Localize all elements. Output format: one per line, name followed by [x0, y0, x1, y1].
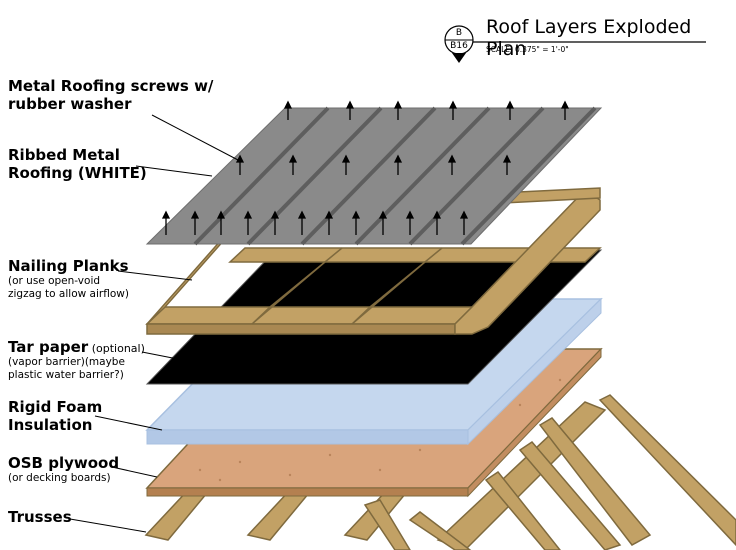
label-foam-line1: Rigid Foam	[8, 398, 103, 416]
screw-arrow	[393, 100, 403, 120]
label-tar-note1: (vapor barrier)(maybe	[8, 356, 125, 369]
truss-web	[408, 511, 472, 550]
truss-web	[538, 417, 652, 546]
screw-arrow	[448, 100, 458, 120]
screw-arrow	[243, 210, 253, 235]
leader-metal	[135, 165, 213, 177]
screw-arrow	[393, 154, 403, 175]
label-metal-line1: Ribbed Metal	[8, 146, 120, 164]
detail-number: B	[455, 28, 463, 38]
label-osb-note1: (or decking boards)	[8, 472, 111, 484]
screw-arrow	[190, 210, 200, 235]
label-metal-line2: Roofing (WHITE)	[8, 164, 147, 182]
metal-roofing-layer	[145, 100, 603, 246]
drawing-scale: SCALE: 0.375" = 1'-0"	[486, 45, 569, 54]
label-foam: Rigid Foam Insulation	[8, 398, 102, 434]
label-nailing: Nailing Planks (or use open-void zigzag …	[8, 257, 129, 301]
screw-arrow	[432, 210, 442, 235]
label-nailing-note1: (or use open-void	[8, 275, 101, 287]
label-screws-line1: Metal Roofing screws w/	[8, 77, 214, 95]
screw-arrow	[502, 154, 512, 175]
nailing-planks-layer	[145, 187, 602, 335]
screw-arrow	[459, 210, 469, 235]
detail-bubble	[444, 25, 706, 63]
label-foam-line2: Insulation	[8, 416, 93, 434]
leader-trusses	[69, 518, 147, 533]
leader-foam	[94, 415, 163, 431]
screw-arrow	[378, 210, 388, 235]
leader-screws	[151, 114, 239, 161]
screw-arrow	[270, 210, 280, 235]
screw-arrow	[560, 100, 570, 120]
leader-nailing	[117, 270, 193, 281]
truss-web	[363, 499, 411, 550]
screw-arrow	[345, 100, 355, 120]
truss-web	[518, 441, 622, 550]
leader-osb	[111, 466, 158, 478]
truss-rafter	[598, 394, 736, 547]
label-tar-line1: Tar paper	[8, 338, 89, 356]
screw-arrow	[505, 100, 515, 120]
screw-arrow	[351, 210, 361, 235]
label-screws: Metal Roofing screws w/ rubber washer	[8, 77, 213, 113]
leader-tar	[141, 351, 194, 363]
label-nailing-note2: zigzag to allow airflow)	[8, 288, 129, 301]
label-tar: Tar paper (optional) (vapor barrier)(may…	[8, 337, 145, 382]
label-osb: OSB plywood (or decking boards)	[8, 454, 119, 485]
screw-arrow	[235, 154, 245, 175]
screw-arrow	[288, 154, 298, 175]
screw-arrow	[216, 210, 226, 235]
screw-arrow	[447, 154, 457, 175]
label-trusses-line1: Trusses	[8, 508, 72, 526]
label-osb-line1: OSB plywood	[8, 454, 120, 472]
label-trusses: Trusses	[8, 508, 72, 526]
screw-arrow	[283, 100, 293, 120]
screw-arrow	[324, 210, 334, 235]
label-nailing-line1: Nailing Planks	[8, 257, 129, 275]
label-tar-optional: (optional)	[88, 342, 145, 355]
screw-arrow	[341, 154, 351, 175]
screw-arrow	[297, 210, 307, 235]
label-screws-line2: rubber washer	[8, 95, 132, 113]
drawing-title: Roof Layers Exploded Plan	[486, 16, 692, 60]
screw-arrow	[161, 210, 171, 235]
truss-web	[484, 470, 561, 550]
leader-lines	[69, 114, 239, 533]
label-tar-note2: plastic water barrier?)	[8, 369, 124, 382]
label-metal: Ribbed Metal Roofing (WHITE)	[8, 146, 147, 182]
screw-arrow	[405, 210, 415, 235]
sheet-number: B16	[450, 41, 468, 51]
